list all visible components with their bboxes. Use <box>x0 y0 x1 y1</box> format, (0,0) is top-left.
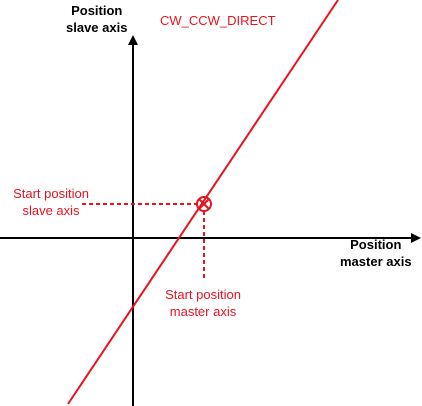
start-slave-label: Start position slave axis <box>13 186 89 218</box>
start-master-label: Start position master axis <box>165 287 241 319</box>
x-axis-label: Position master axis <box>340 237 412 269</box>
diagram-title: CW_CCW_DIRECT <box>160 13 276 28</box>
y-axis-label: Position slave axis <box>66 3 128 35</box>
start-position-marker <box>196 196 212 212</box>
